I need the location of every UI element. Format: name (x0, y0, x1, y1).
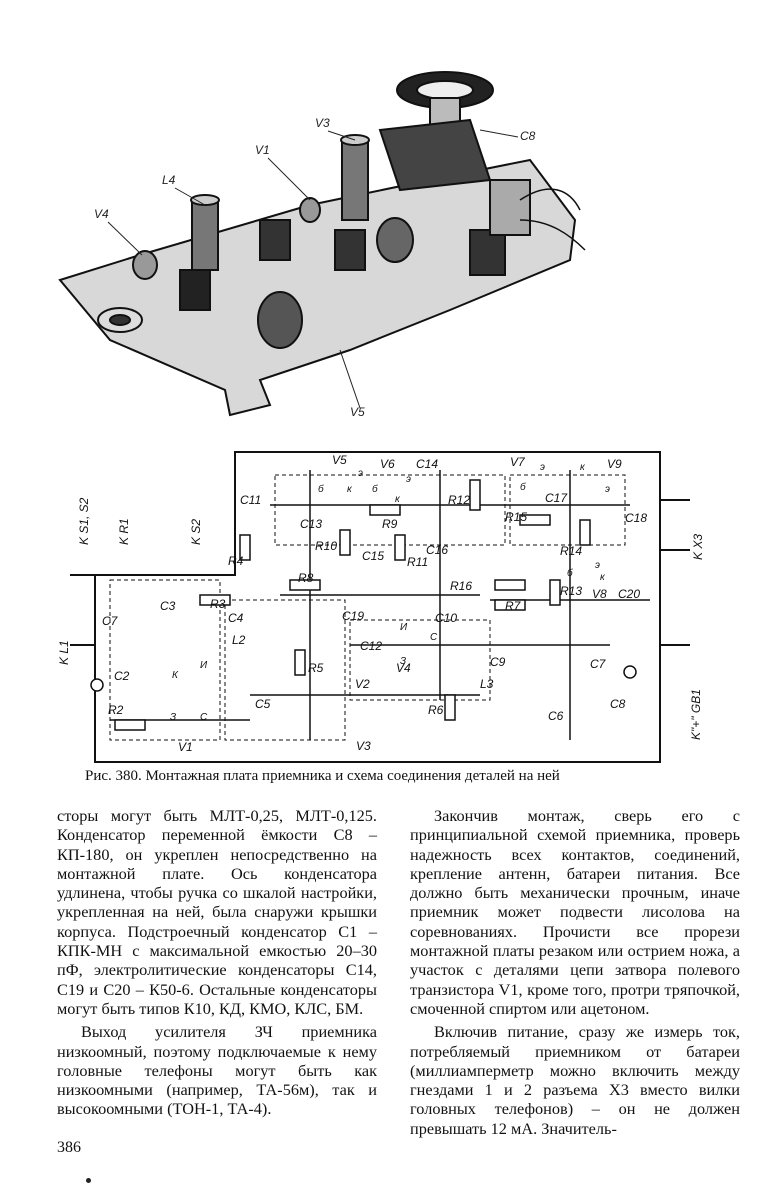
diagram-label-r6: R6 (428, 703, 444, 717)
diagram-label-r3: R3 (210, 597, 226, 611)
diagram-label-v6: V6 (380, 457, 395, 471)
diagram-label-c19: C19 (342, 609, 364, 623)
pin-label: И (200, 660, 208, 671)
photo-label-v1: V1 (255, 143, 270, 157)
diagram-label-v1: V1 (178, 740, 193, 754)
diagram-label-c6: C6 (548, 709, 564, 723)
pin-label: э (540, 462, 545, 473)
paragraph: сторы могут быть МЛТ-0,25, МЛТ-0,125. Ко… (57, 806, 377, 1018)
diagram-label-c17: C17 (545, 491, 568, 505)
diagram-label-v5: V5 (332, 453, 347, 467)
diagram-label-c9: C9 (490, 655, 506, 669)
diagram-label-c14: C14 (416, 457, 438, 471)
photo-label-l4: L4 (162, 173, 176, 187)
left-column: сторы могут быть МЛТ-0,25, МЛТ-0,125. Ко… (57, 806, 377, 1123)
right-column: Закончив монтаж, сверь его с принципиаль… (410, 806, 740, 1142)
paragraph: Закончив монтаж, сверь его с принципиаль… (410, 806, 740, 1018)
connector-label-k-x3: K X3 (691, 534, 705, 560)
diagram-label-c18: C18 (625, 511, 647, 525)
diagram-label-v9: V9 (607, 457, 622, 471)
diagram-label-c8: C8 (610, 697, 626, 711)
diagram-label-c11: C11 (240, 493, 261, 507)
figure-caption: Рис. 380. Монтажная плата приемника и сх… (85, 768, 560, 784)
pin-label: К (172, 670, 179, 681)
diagram-label-r16: R16 (450, 579, 472, 593)
pin-label: к (580, 462, 586, 473)
diagram-label-c12: C12 (360, 639, 382, 653)
diagram-label-v7: V7 (510, 455, 526, 469)
diagram-label-r14: R14 (560, 544, 582, 558)
pin-label: З (170, 712, 176, 723)
pin-label: э (358, 468, 363, 479)
pin-label: к (347, 484, 353, 495)
diagram-label-c4: C4 (228, 611, 244, 625)
diagram-label-r7: R7 (505, 599, 522, 613)
paragraph: Включив питание, сразу же измерь ток, по… (410, 1022, 740, 1138)
photo-label-v4: V4 (94, 207, 109, 221)
pin-label: б (372, 483, 378, 495)
diagram-label-c3: C3 (160, 599, 176, 613)
photo-label-c8: C8 (520, 129, 536, 143)
diagram-label-v3: V3 (356, 739, 371, 753)
connector-label-k-gb1: K"+" GB1 (689, 689, 703, 740)
diagram-label-c13: C13 (300, 517, 322, 531)
diagram-label-r4: R4 (228, 554, 244, 568)
diagram-label-l2: L2 (232, 633, 246, 647)
diagram-label-r15: R15 (505, 510, 527, 524)
diagram-label-c2: C2 (114, 669, 130, 683)
diagram-label-l3: L3 (480, 677, 494, 691)
board-photo-illustration: L4 V4 V1 V3 C8 V5 (58, 71, 586, 419)
diagram-label-v4: V4 (396, 661, 411, 675)
diagram-label-r10: R10 (315, 539, 337, 553)
print-mark (86, 1178, 91, 1183)
pin-label: З (400, 656, 406, 667)
pin-label: С (430, 632, 438, 643)
pin-label: б (567, 567, 573, 579)
diagram-label-c20: C20 (618, 587, 640, 601)
diagram-label-r8: R8 (298, 571, 314, 585)
diagram-label-r9: R9 (382, 517, 398, 531)
diagram-label-r2: R2 (108, 703, 124, 717)
diagram-label-c5: C5 (255, 697, 271, 711)
diagram-label-v8: V8 (592, 587, 607, 601)
diagram-label-v2: V2 (355, 677, 370, 691)
paragraph: Выход усилителя ЗЧ приемника низкоомный,… (57, 1022, 377, 1119)
connector-label-k-s1-s2: K S1, S2 (77, 497, 91, 545)
diagram-label-c7-right: C7 (590, 657, 607, 671)
diagram-label-c16: C16 (426, 543, 448, 557)
diagram-label-r13: R13 (560, 584, 582, 598)
wiring-diagram: V5 V6 C14 V7 V9 C11 R12 C17 C13 R9 R15 C… (57, 451, 705, 763)
connector-label-k-l1: K L1 (57, 640, 71, 665)
diagram-label-r5: R5 (308, 661, 324, 675)
pin-label: б (318, 483, 324, 495)
pin-label: э (605, 484, 610, 495)
diagram-label-c15: C15 (362, 549, 384, 563)
photo-label-v3: V3 (315, 116, 330, 130)
pin-label: к (600, 572, 606, 583)
diagram-label-c7-left: C7 (102, 614, 119, 628)
pin-label: э (406, 474, 411, 485)
diagram-label-r12: R12 (448, 493, 470, 507)
pin-label: э (595, 560, 600, 571)
pin-label: С (200, 712, 208, 723)
diagram-label-r11: R11 (407, 555, 428, 569)
pin-label: И (400, 622, 408, 633)
pin-label: к (395, 494, 401, 505)
connector-label-k-s2: K S2 (189, 519, 203, 545)
diagram-label-c10: C10 (435, 611, 457, 625)
page-number: 386 (57, 1139, 81, 1156)
connector-label-k-r1: K R1 (117, 518, 131, 545)
photo-label-v5: V5 (350, 405, 365, 419)
pin-label: б (520, 481, 526, 493)
